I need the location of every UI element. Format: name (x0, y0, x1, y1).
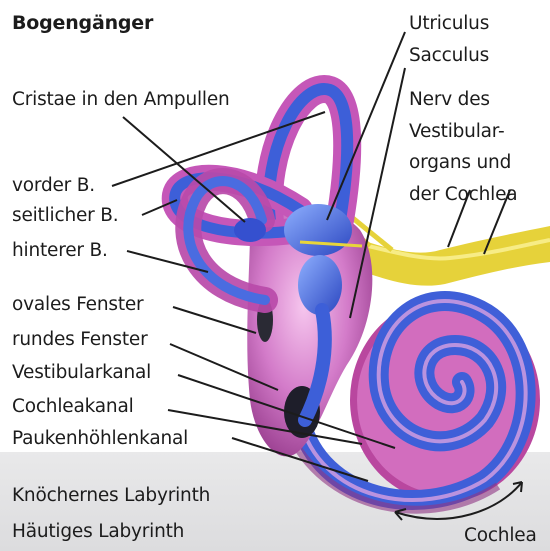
label-cristae: Cristae in den Ampullen (12, 89, 230, 111)
label-nerve-line-4: der Cochlea (409, 184, 517, 206)
label-nerve-line-3: organs und (409, 152, 511, 174)
label-hinterer-bogengang: hinterer B. (12, 240, 108, 262)
label-cochleakanal: Cochleakanal (12, 396, 134, 418)
ampulla (234, 218, 266, 242)
label-paukenhoehlenkanal: Paukenhöhlenkanal (12, 428, 188, 450)
label-cochlea: Cochlea (464, 525, 537, 547)
label-utriculus: Utriculus (409, 13, 489, 35)
label-knoechernes-labyrinth: Knöchernes Labyrinth (12, 485, 210, 507)
label-sacculus: Sacculus (409, 45, 489, 67)
label-nerve-line-1: Nerv des (409, 89, 490, 111)
label-seitlicher-bogengang: seitlicher B. (12, 205, 118, 227)
label-nerve-line-2: Vestibular- (409, 121, 504, 143)
diagram-title: Bogengänger (12, 12, 153, 34)
label-vestibularkanal: Vestibularkanal (12, 362, 151, 384)
label-vorder-bogengang: vorder B. (12, 175, 95, 197)
label-rundes-fenster: rundes Fenster (12, 329, 148, 351)
label-ovales-fenster: ovales Fenster (12, 294, 143, 316)
label-haeutiges-labyrinth: Häutiges Labyrinth (12, 521, 184, 543)
